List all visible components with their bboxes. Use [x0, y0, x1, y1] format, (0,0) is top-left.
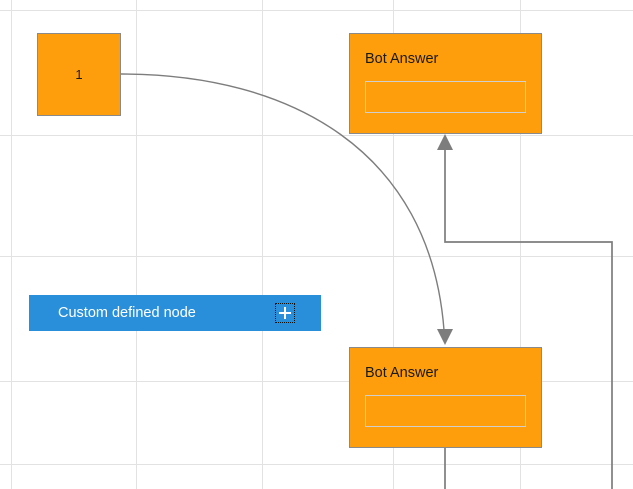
node-bot-answer-top-title: Bot Answer — [365, 51, 439, 67]
gridline-vertical — [136, 0, 137, 489]
edge-curve-arrowhead-down — [437, 329, 453, 345]
custom-defined-node-label: Custom defined node — [58, 304, 196, 321]
gridline-horizontal — [0, 10, 633, 11]
node-bot-answer-bottom[interactable]: Bot Answer — [349, 347, 542, 448]
node-bot-answer-top[interactable]: Bot Answer — [349, 33, 542, 134]
node-bot-answer-bottom-title: Bot Answer — [365, 365, 439, 381]
gridline-horizontal — [0, 464, 633, 465]
node-1-label: 1 — [75, 67, 83, 82]
plus-icon[interactable] — [275, 303, 295, 323]
gridline-vertical — [262, 0, 263, 489]
gridline-horizontal — [0, 256, 633, 257]
node-1[interactable]: 1 — [37, 33, 121, 116]
node-bot-answer-top-slot[interactable] — [365, 80, 526, 113]
edge-feedback-arrowhead-up — [437, 134, 453, 150]
gridline-vertical — [11, 0, 12, 489]
node-bot-answer-bottom-slot[interactable] — [365, 394, 526, 427]
gridline-horizontal — [0, 135, 633, 136]
custom-defined-node-button[interactable]: Custom defined node — [29, 295, 321, 331]
